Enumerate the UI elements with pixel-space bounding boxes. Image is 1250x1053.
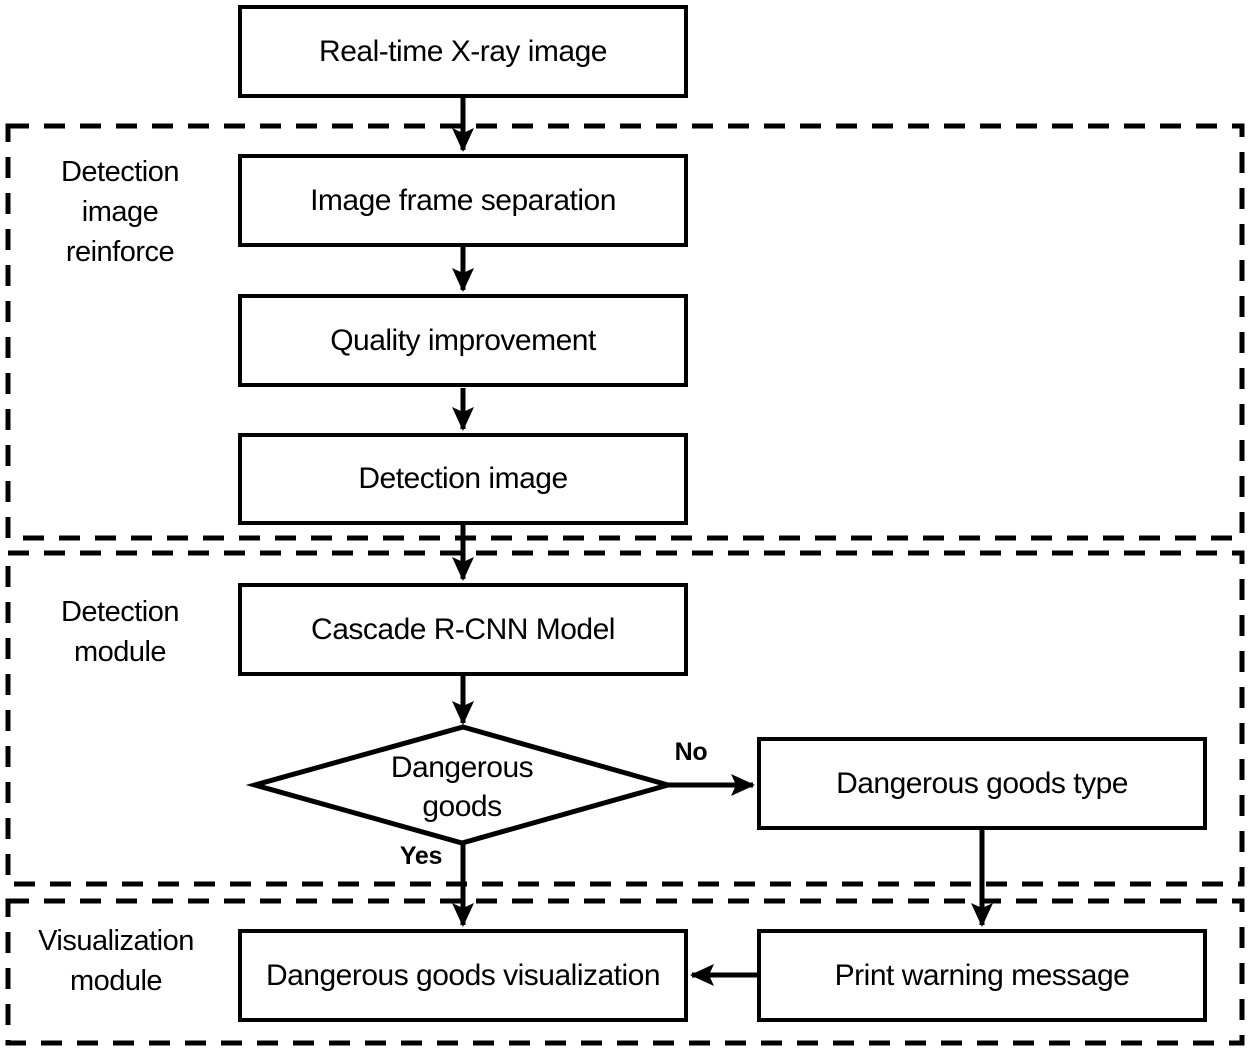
node-realtime-xray-label: Real-time X-ray image bbox=[319, 34, 607, 68]
node-image-frame-separation: Image frame separation bbox=[238, 154, 688, 247]
node-dangerous-goods-decision-label: Dangerous goods bbox=[312, 748, 612, 826]
container-label-line: module bbox=[73, 636, 167, 668]
decision-label-line-2: goods bbox=[422, 790, 502, 823]
node-print-warning-message-label: Print warning message bbox=[834, 958, 1130, 992]
container-visualization-module bbox=[5, 898, 1245, 1046]
container-detection-image-reinforce bbox=[5, 123, 1245, 541]
decision-label-line-1: Dangerous bbox=[390, 751, 534, 784]
node-print-warning-message: Print warning message bbox=[757, 929, 1207, 1022]
container-label-detection-image-reinforce: Detection image reinforce bbox=[20, 152, 220, 272]
node-dangerous-goods-decision bbox=[245, 724, 678, 846]
node-quality-improvement-label: Quality improvement bbox=[330, 323, 596, 357]
container-label-line: Visualization bbox=[38, 925, 194, 957]
node-quality-improvement: Quality improvement bbox=[238, 294, 688, 387]
container-label-line: image bbox=[81, 196, 159, 228]
node-dangerous-goods-type-label: Dangerous goods type bbox=[836, 766, 1128, 800]
container-label-visualization-module: Visualization module bbox=[16, 921, 216, 1001]
node-dangerous-goods-visualization-label: Dangerous goods visualization bbox=[265, 958, 661, 992]
container-label-line: Detection bbox=[60, 596, 180, 628]
node-realtime-xray: Real-time X-ray image bbox=[238, 5, 688, 98]
node-detection-image-label: Detection image bbox=[358, 462, 568, 495]
node-dangerous-goods-type: Dangerous goods type bbox=[757, 737, 1207, 830]
edge-label-yes: Yes bbox=[399, 842, 443, 870]
container-label-line: module bbox=[69, 965, 163, 997]
container-detection-module bbox=[5, 550, 1245, 887]
node-cascade-rcnn-model: Cascade R-CNN Model bbox=[238, 583, 688, 676]
edge-label-no: No bbox=[674, 738, 708, 766]
node-image-frame-separation-label: Image frame separation bbox=[310, 183, 616, 217]
node-detection-image: Detection image bbox=[238, 433, 688, 525]
node-dangerous-goods-visualization: Dangerous goods visualization bbox=[238, 929, 688, 1022]
node-cascade-rcnn-model-label: Cascade R-CNN Model bbox=[311, 612, 615, 646]
container-label-line: reinforce bbox=[65, 236, 175, 268]
container-label-line: Detection bbox=[60, 156, 180, 188]
container-label-detection-module: Detection module bbox=[20, 592, 220, 672]
